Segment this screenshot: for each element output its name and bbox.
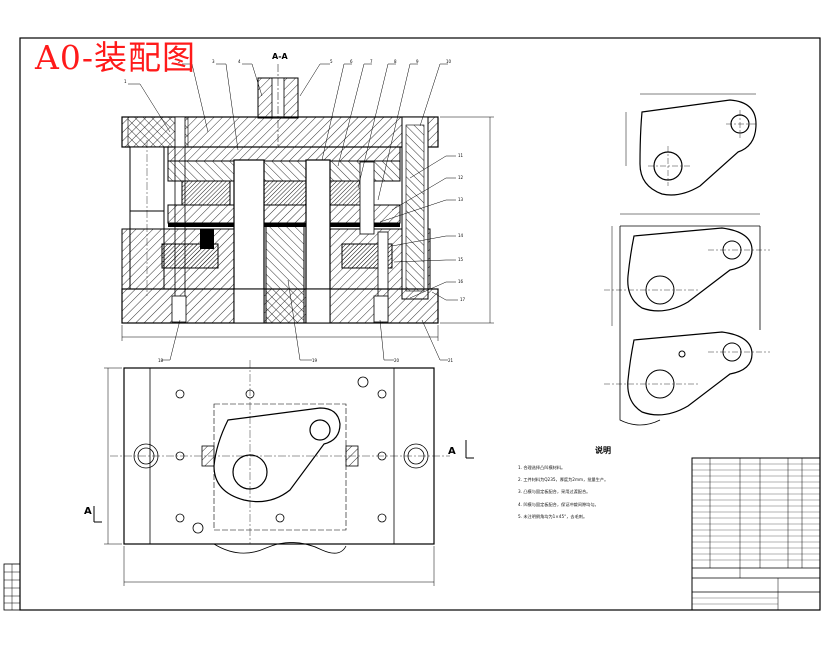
svg-text:1: 1: [124, 79, 127, 84]
svg-text:7: 7: [370, 59, 373, 64]
note-item: 1. 合理选择凸凹模材料。: [518, 465, 566, 470]
section-arrow-icon: [93, 440, 474, 523]
svg-text:5: 5: [330, 59, 333, 64]
parts-list-rows: [692, 463, 820, 605]
svg-text:19: 19: [312, 358, 318, 363]
svg-text:12: 12: [458, 175, 464, 180]
section-label-right: A: [448, 446, 456, 457]
svg-text:18: 18: [158, 358, 164, 363]
svg-text:8: 8: [394, 59, 397, 64]
part-detail-view: [625, 93, 757, 196]
note-item: 4. 凹模与固定板配合，保证冲裁间隙均匀。: [518, 501, 599, 507]
drawing-title: A0-装配图: [35, 38, 196, 77]
svg-text:11: 11: [458, 153, 464, 158]
svg-text:6: 6: [350, 59, 353, 64]
sheet-border: [19, 37, 821, 611]
svg-text:13: 13: [458, 197, 464, 202]
strip-layout-view: [604, 213, 770, 426]
plan-view: [104, 360, 450, 586]
svg-text:21: 21: [448, 358, 454, 363]
svg-text:14: 14: [458, 233, 464, 238]
notes-title: 说明: [595, 446, 611, 455]
note-item: 2. 工件材料为Q235，厚度为2mm，批量生产。: [518, 477, 609, 483]
svg-text:16: 16: [458, 279, 464, 284]
svg-text:10: 10: [446, 59, 452, 64]
svg-text:15: 15: [458, 257, 464, 262]
svg-text:20: 20: [394, 358, 400, 363]
note-item: 5. 未注明倒角均为1×45°，去毛刺。: [518, 513, 588, 519]
section-label-top: A-A: [272, 52, 288, 61]
svg-text:9: 9: [416, 59, 419, 64]
note-item: 3. 凸模与固定板配合，采用过渡配合。: [518, 489, 591, 495]
svg-text:4: 4: [238, 59, 241, 64]
section-label-left: A: [84, 506, 92, 517]
svg-text:2: 2: [178, 59, 181, 64]
svg-text:17: 17: [460, 297, 466, 302]
svg-text:3: 3: [212, 59, 215, 64]
parts-list-table: [691, 457, 821, 611]
technical-notes: 说明 1. 合理选择凸凹模材料。 2. 工件材料为Q235，厚度为2mm，批量生…: [518, 445, 688, 523]
